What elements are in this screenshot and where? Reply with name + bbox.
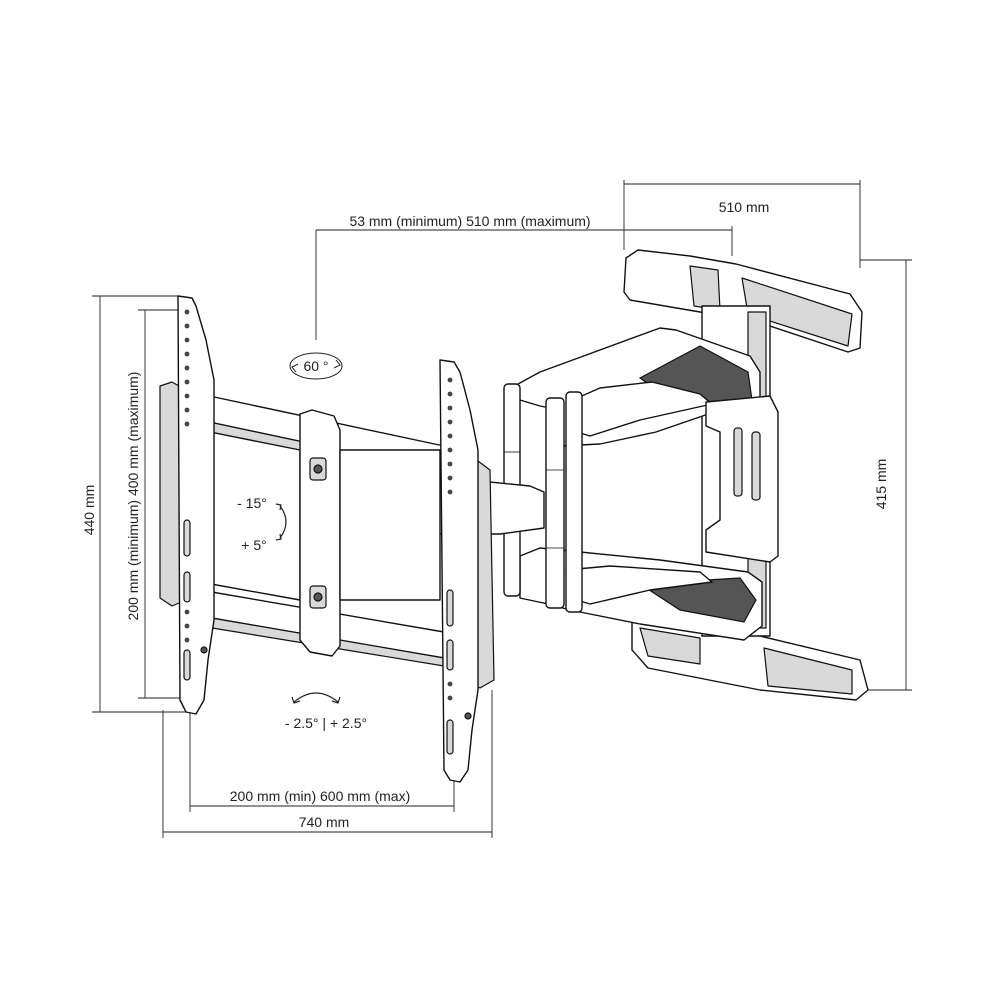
label-width-510: 510 mm	[719, 199, 770, 215]
label-width-740: 740 mm	[299, 814, 350, 830]
swivel-indicator	[289, 352, 343, 380]
label-height-415: 415 mm	[873, 459, 889, 510]
label-level: - 2.5° | + 2.5°	[285, 715, 367, 731]
right-bracket-holes	[446, 377, 472, 755]
label-tilt-plus: + 5°	[241, 537, 266, 553]
label-vesa-vertical: 200 mm (minimum) 400 mm (maximum)	[125, 372, 141, 621]
dimension-lines	[92, 180, 912, 838]
right-bracket	[439, 359, 495, 783]
left-bracket	[159, 295, 215, 715]
label-swivel: 60 °	[303, 358, 328, 374]
label-height-440: 440 mm	[81, 485, 97, 536]
label-extension: 53 mm (minimum) 510 mm (maximum)	[349, 213, 590, 229]
level-indicator	[291, 692, 341, 704]
center-plate	[299, 409, 441, 657]
tilt-indicator	[275, 503, 287, 541]
label-vesa-horizontal: 200 mm (min) 600 mm (max)	[230, 788, 410, 804]
dimension-labels: 510 mm 53 mm (minimum) 510 mm (maximum) …	[81, 199, 889, 830]
articulating-arms	[503, 327, 779, 641]
label-tilt-minus: - 15°	[237, 495, 267, 511]
left-bracket-holes	[183, 309, 208, 681]
